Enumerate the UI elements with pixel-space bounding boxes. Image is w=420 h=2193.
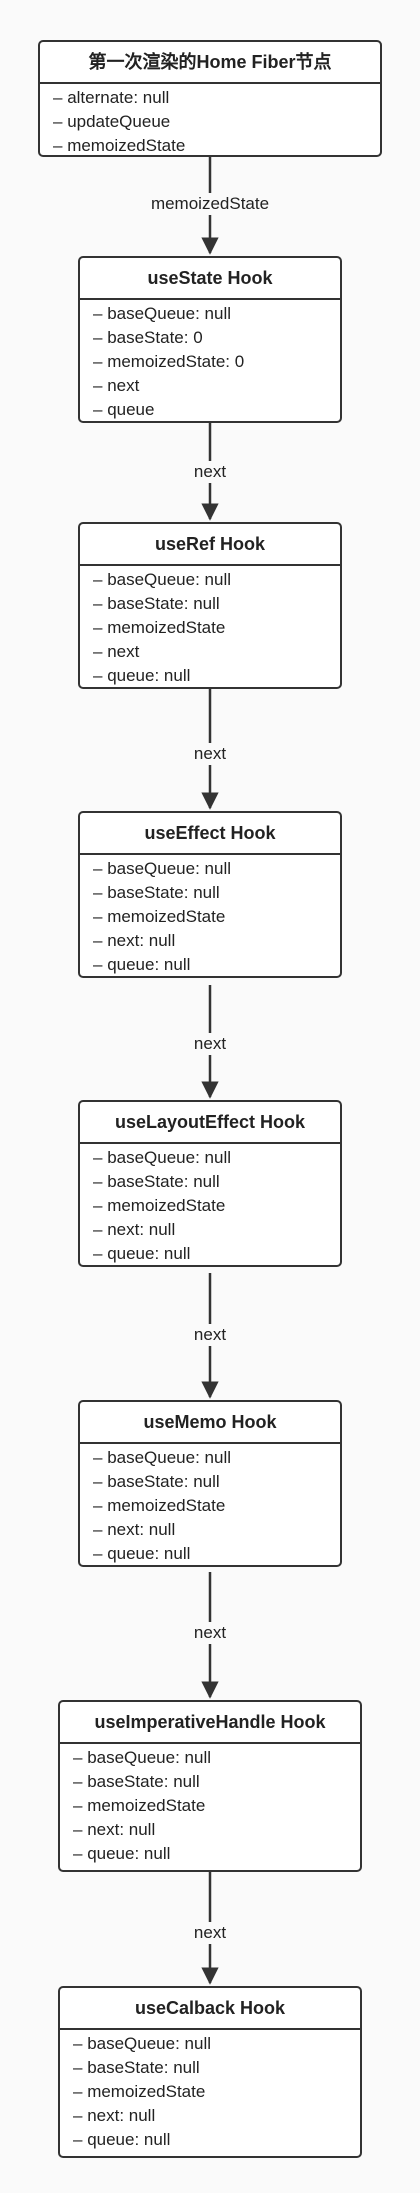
edge-label: next xyxy=(191,1324,229,1346)
field-item: baseQueue: null xyxy=(60,2032,360,2056)
field-item: updateQueue xyxy=(40,110,380,134)
node-home-fiber: 第一次渲染的Home Fiber节点 alternate: null updat… xyxy=(38,40,382,157)
field-item: memoizedState xyxy=(80,616,340,640)
node-title: useState Hook xyxy=(80,258,340,300)
field-item: memoizedState: 0 xyxy=(80,350,340,374)
field-item: baseQueue: null xyxy=(80,568,340,592)
node-title: useMemo Hook xyxy=(80,1402,340,1444)
field-list: baseQueue: null baseState: null memoized… xyxy=(60,1744,360,1866)
field-item: next: null xyxy=(80,1218,340,1242)
field-item: queue: null xyxy=(80,1242,340,1265)
field-item: memoizedState xyxy=(60,2080,360,2104)
field-list: baseQueue: null baseState: null memoized… xyxy=(80,1144,340,1265)
edge-label: next xyxy=(191,1033,229,1055)
field-list: baseQueue: null baseState: null memoized… xyxy=(80,566,340,687)
field-item: baseState: null xyxy=(60,2056,360,2080)
node-title: useRef Hook xyxy=(80,524,340,566)
field-item: memoizedState xyxy=(40,134,380,155)
field-list: baseQueue: null baseState: null memoized… xyxy=(60,2030,360,2152)
node-useref-hook: useRef Hook baseQueue: null baseState: n… xyxy=(78,522,342,689)
node-title: 第一次渲染的Home Fiber节点 xyxy=(40,42,380,84)
field-item: baseState: null xyxy=(60,1770,360,1794)
field-item: queue: null xyxy=(80,953,340,976)
field-item: next: null xyxy=(80,929,340,953)
field-item: baseQueue: null xyxy=(80,1146,340,1170)
field-item: next: null xyxy=(60,1818,360,1842)
node-usecalback-hook: useCalback Hook baseQueue: null baseStat… xyxy=(58,1986,362,2158)
node-usestate-hook: useState Hook baseQueue: null baseState:… xyxy=(78,256,342,423)
field-item: next: null xyxy=(60,2104,360,2128)
edge-label: next xyxy=(191,461,229,483)
field-item: next: null xyxy=(80,1518,340,1542)
field-item: memoizedState xyxy=(80,905,340,929)
edge-label: memoizedState xyxy=(148,193,272,215)
field-item: baseState: null xyxy=(80,1470,340,1494)
field-item: queue: null xyxy=(80,1542,340,1565)
field-item: next xyxy=(80,374,340,398)
field-item: queue: null xyxy=(60,1842,360,1866)
node-title: useEffect Hook xyxy=(80,813,340,855)
field-item: queue: null xyxy=(80,664,340,687)
field-list: baseQueue: null baseState: 0 memoizedSta… xyxy=(80,300,340,421)
field-item: memoizedState xyxy=(60,1794,360,1818)
field-item: queue xyxy=(80,398,340,421)
field-item: queue: null xyxy=(60,2128,360,2152)
field-item: baseState: null xyxy=(80,592,340,616)
field-item: baseState: null xyxy=(80,1170,340,1194)
node-title: useImperativeHandle Hook xyxy=(60,1702,360,1744)
field-item: alternate: null xyxy=(40,86,380,110)
node-uselayouteffect-hook: useLayoutEffect Hook baseQueue: null bas… xyxy=(78,1100,342,1267)
field-list: baseQueue: null baseState: null memoized… xyxy=(80,855,340,976)
field-item: baseQueue: null xyxy=(60,1746,360,1770)
field-list: alternate: null updateQueue memoizedStat… xyxy=(40,84,380,155)
edge-label: next xyxy=(191,1922,229,1944)
field-item: memoizedState xyxy=(80,1194,340,1218)
field-item: next xyxy=(80,640,340,664)
field-list: baseQueue: null baseState: null memoized… xyxy=(80,1444,340,1565)
node-usememo-hook: useMemo Hook baseQueue: null baseState: … xyxy=(78,1400,342,1567)
node-useeffect-hook: useEffect Hook baseQueue: null baseState… xyxy=(78,811,342,978)
node-title: useLayoutEffect Hook xyxy=(80,1102,340,1144)
field-item: memoizedState xyxy=(80,1494,340,1518)
field-item: baseQueue: null xyxy=(80,857,340,881)
edge-label: next xyxy=(191,743,229,765)
node-useimperativehandle-hook: useImperativeHandle Hook baseQueue: null… xyxy=(58,1700,362,1872)
field-item: baseState: 0 xyxy=(80,326,340,350)
node-title: useCalback Hook xyxy=(60,1988,360,2030)
field-item: baseState: null xyxy=(80,881,340,905)
field-item: baseQueue: null xyxy=(80,1446,340,1470)
field-item: baseQueue: null xyxy=(80,302,340,326)
edge-label: next xyxy=(191,1622,229,1644)
